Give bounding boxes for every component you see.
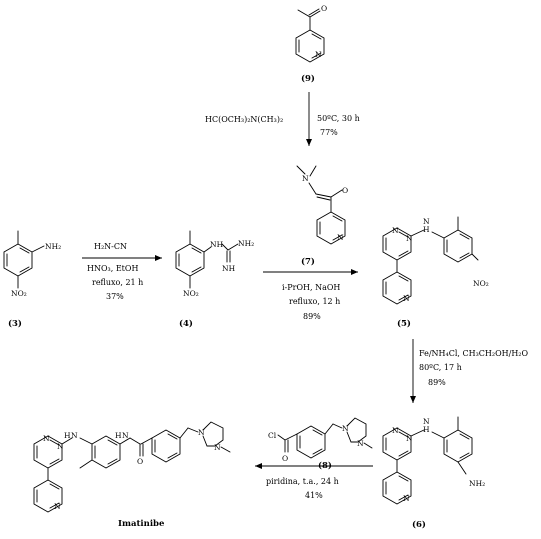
atom-n: N [315, 50, 322, 59]
step1-yield: 77% [320, 128, 338, 137]
atom-n: N [214, 443, 221, 452]
atom-n-amine: N [423, 217, 430, 226]
atom-no2: NO₂ [11, 289, 27, 298]
atom-nh2: NH₂ [238, 239, 254, 248]
atom-cl: Cl [268, 431, 277, 440]
label-compound-5: (5) [397, 318, 411, 329]
step3-yield: 89% [303, 312, 321, 321]
atom-n: N [357, 439, 364, 448]
label-compound-6: (6) [412, 519, 426, 530]
atom-nh2: NH₂ [469, 479, 485, 488]
atom-nh: H [115, 431, 122, 440]
step1-reagent: HC(OCH₃)₂N(CH₃)₂ [205, 115, 283, 124]
atom-n: N [406, 434, 413, 443]
step2-reagent: H₂N-CN [94, 242, 127, 251]
atom-n: N [337, 233, 344, 242]
step2-conditions-1: HNO₃, EtOH [87, 264, 138, 273]
compound-7-structure: N O N [296, 165, 348, 245]
atom-n: N [198, 428, 205, 437]
atom-o: O [282, 454, 288, 463]
atom-o: O [342, 186, 348, 195]
step3-conditions-2: refluxo, 12 h [289, 297, 340, 306]
label-compound-4: (4) [179, 318, 193, 329]
compound-8-structure: Cl O N N [268, 417, 373, 463]
atom-no2: NO₂ [183, 289, 199, 298]
compound-5-structure: N N H N NO₂ N [382, 216, 489, 305]
atom-n: N [57, 442, 64, 451]
atom-nh: H [64, 431, 71, 440]
label-compound-3: (3) [8, 318, 22, 329]
atom-n-amine: N [423, 417, 430, 426]
atom-n: N [342, 424, 349, 433]
step4-conditions-2: 80ºC, 17 h [419, 363, 462, 372]
atom-n: N [406, 234, 413, 243]
atom-nh: H [423, 225, 430, 234]
step4-conditions-1: Fe/NH₄Cl, CH₃CH₂OH/H₂O [419, 349, 529, 358]
compound-9-structure: O N [295, 4, 327, 63]
atom-n: N [54, 502, 61, 511]
atom-n: N [392, 426, 399, 435]
atom-n: N [403, 294, 410, 303]
compound-4-structure: NH NH₂ NH NO₂ [175, 230, 254, 298]
atom-n: N [392, 226, 399, 235]
label-compound-8: (8) [318, 460, 332, 471]
atom-o: O [321, 4, 327, 13]
atom-nh2: NH₂ [45, 242, 61, 251]
atom-nh: H [423, 425, 430, 434]
atom-o: O [137, 457, 143, 466]
atom-n: N [403, 494, 410, 503]
compound-6-structure: N N H N NH₂ N [382, 416, 485, 505]
step3-conditions-1: i-PrOH, NaOH [282, 283, 340, 292]
label-compound-7: (7) [301, 256, 315, 267]
atom-n: N [43, 434, 50, 443]
step5-yield: 41% [305, 491, 323, 500]
step4-yield: 89% [428, 378, 446, 387]
step5-conditions: piridina, t.a., 24 h [266, 477, 339, 486]
atom-n-amine: N [71, 431, 78, 440]
atom-n: N [302, 174, 309, 183]
step2-conditions-2: refluxo, 21 h [92, 278, 143, 287]
compound-3-structure: NH₂ NO₂ [3, 230, 61, 298]
atom-no2: NO₂ [473, 279, 489, 288]
label-imatinib: Imatinibe [118, 519, 165, 529]
imatinib-structure: N N H N H N O N N N [33, 421, 231, 513]
atom-nh: NH [210, 240, 224, 249]
atom-nh: NH [222, 264, 236, 273]
label-compound-9: (9) [301, 73, 315, 84]
step1-conditions: 50ºC, 30 h [317, 114, 360, 123]
atom-n-amide: N [122, 431, 129, 440]
step2-yield: 37% [106, 292, 124, 301]
